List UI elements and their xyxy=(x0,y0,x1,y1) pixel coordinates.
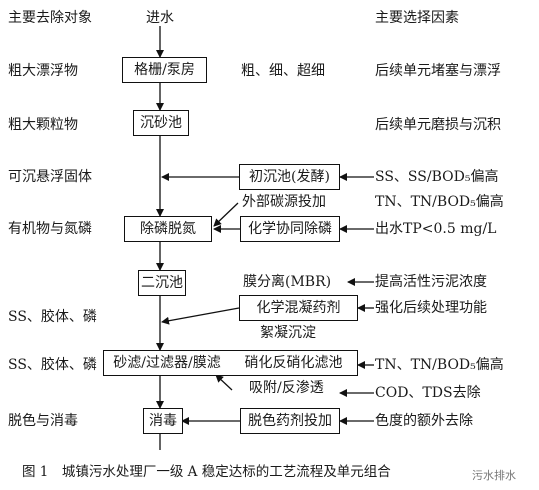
label-adsorption: 吸附/反渗透 xyxy=(249,380,324,396)
target-floating: 粗大漂浮物 xyxy=(8,63,78,79)
arrow-carbon xyxy=(213,202,239,227)
factor-color: 色度的额外去除 xyxy=(375,413,473,429)
label-mbr: 膜分离(MBR) xyxy=(243,274,332,290)
box-filtration: 砂滤/过滤器/膜滤 xyxy=(103,350,231,376)
target-ss-1: SS、胶体、磷 xyxy=(8,309,97,325)
factor-cod-tds: COD、TDS去除 xyxy=(375,385,481,401)
factor-enhance: 强化后续处理功能 xyxy=(375,300,487,316)
box-grit-chamber: 沉砂池 xyxy=(133,110,189,136)
box-chem-coag: 化学混凝药剂 xyxy=(239,295,358,321)
watermark: 污水排水 xyxy=(472,469,516,482)
box-secondary-clarifier: 二沉池 xyxy=(138,270,186,296)
factor-abrasion: 后续单元磨损与沉积 xyxy=(375,117,501,133)
box-chem-p-removal: 化学协同除磷 xyxy=(240,216,340,242)
label-floc-sed: 絮凝沉淀 xyxy=(260,325,316,341)
header-center: 进水 xyxy=(146,10,174,26)
target-ss-2: SS、胶体、磷 xyxy=(8,357,97,373)
factor-tn-bod-2: TN、TN/BOD₅偏高 xyxy=(375,357,504,373)
target-grit: 粗大颗粒物 xyxy=(8,117,78,133)
label-carbon-source: 外部碳源投加 xyxy=(242,194,326,210)
figure-caption: 图 1 城镇污水处理厂一级 A 稳定达标的工艺流程及单元组合 xyxy=(22,464,391,480)
box-denit-filter: 硝化反硝化滤池 xyxy=(230,350,358,376)
arrow-coag xyxy=(161,307,240,325)
box-bnr: 除磷脱氮 xyxy=(124,216,212,242)
header-right: 主要选择因素 xyxy=(375,10,459,26)
box-disinfection: 消毒 xyxy=(143,408,183,434)
factor-tn-bod-1: TN、TN/BOD₅偏高 xyxy=(375,194,504,210)
arrow-adsorption xyxy=(215,374,233,391)
box-screen: 格栅/泵房 xyxy=(122,57,207,83)
factor-clogging: 后续单元堵塞与漂浮 xyxy=(375,63,501,79)
box-primary-tank: 初沉池(发酵) xyxy=(239,164,340,190)
target-decolor: 脱色与消毒 xyxy=(8,413,78,429)
target-settleable: 可沉悬浮固体 xyxy=(8,169,92,185)
factor-mlss: 提高活性污泥浓度 xyxy=(375,274,487,290)
header-left: 主要去除对象 xyxy=(8,10,92,26)
box-decolor-dosing: 脱色药剂投加 xyxy=(240,408,340,434)
label-screen-types: 粗、细、超细 xyxy=(241,63,325,79)
target-organics: 有机物与氮磷 xyxy=(8,221,92,237)
factor-ss-bod: SS、SS/BOD₅偏高 xyxy=(375,169,499,185)
factor-tp: 出水TP<0.5 mg/L xyxy=(375,221,497,237)
